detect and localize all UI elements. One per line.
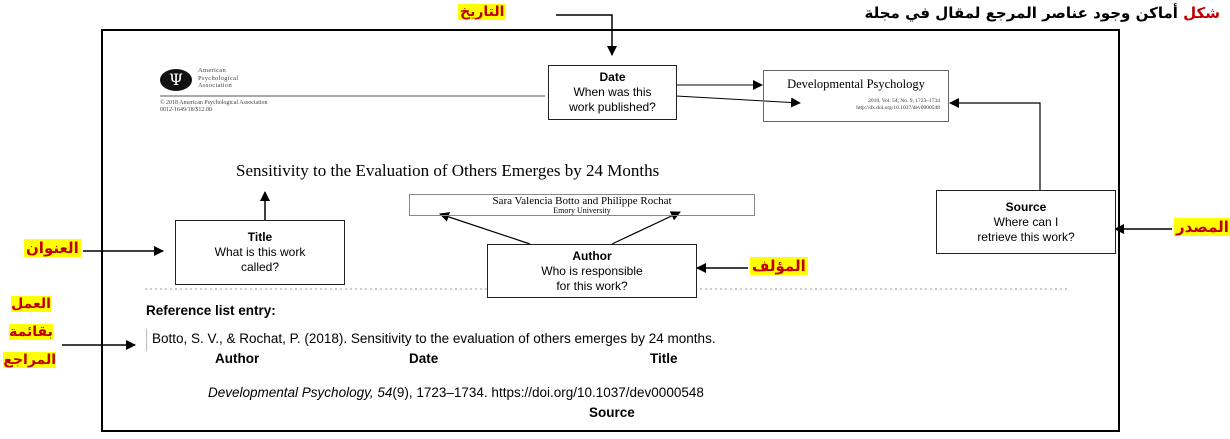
- apa-logo-icon: Ψ: [160, 69, 192, 91]
- label-date-ar: التاريخ: [458, 4, 507, 20]
- publisher-name: American Psychological Association: [198, 67, 239, 89]
- source-to-journal-arrow: [949, 98, 1041, 190]
- caption-text: أماكن وجود عناصر المرجع لمقال في مجلة: [864, 4, 1178, 22]
- reference-heading: Reference list entry:: [146, 303, 276, 318]
- journal-box: Developmental Psychology 2018, Vol. 54, …: [763, 70, 949, 122]
- figure-caption: شكل أماكن وجود عناصر المرجع لمقال في مجل…: [865, 4, 1220, 22]
- reference-label-source: Source: [589, 405, 635, 420]
- author-box: Author Who is responsible for this work?: [487, 244, 697, 298]
- date-box: Date When was this work published?: [548, 65, 677, 120]
- source-box: Source Where can I retrieve this work?: [936, 190, 1116, 254]
- title-box: Title What is this work called?: [175, 220, 345, 285]
- label-title-ar: العنوان: [24, 239, 81, 257]
- journal-citation: 2018, Vol. 54, No. 9, 1723–1734 http://d…: [856, 98, 940, 111]
- affiliation: Emory University: [553, 206, 611, 215]
- date-arrow: [556, 14, 617, 56]
- copyright-notice: © 2018 American Psychological Associatio…: [160, 100, 268, 113]
- reference-label-date: Date: [409, 351, 439, 366]
- reference-line-1: Botto, S. V., & Rochat, P. (2018). Sensi…: [146, 329, 716, 351]
- reference-label-title: Title: [650, 351, 678, 366]
- label-author-ar: المؤلف: [750, 257, 808, 275]
- reference-label-author: Author: [215, 351, 260, 366]
- label-entry-ar: العمل بقائمة المراجع: [3, 296, 56, 368]
- journal-name: Developmental Psychology: [787, 77, 925, 91]
- reference-line-2: Developmental Psychology, 54(9), 1723–17…: [208, 385, 704, 400]
- author-names: Sara Valencia Botto and Philippe Rochat: [492, 195, 672, 207]
- article-title: Sensitivity to the Evaluation of Others …: [236, 161, 660, 180]
- label-source-ar: المصدر: [1174, 218, 1230, 236]
- authors-block: Sara Valencia Botto and Philippe Rochat …: [409, 194, 755, 216]
- caption-word: شكل: [1183, 4, 1220, 22]
- author-to-names-left: [439, 212, 531, 245]
- date-to-citation-arrow: [675, 95, 801, 108]
- author-to-names-right: [611, 211, 681, 245]
